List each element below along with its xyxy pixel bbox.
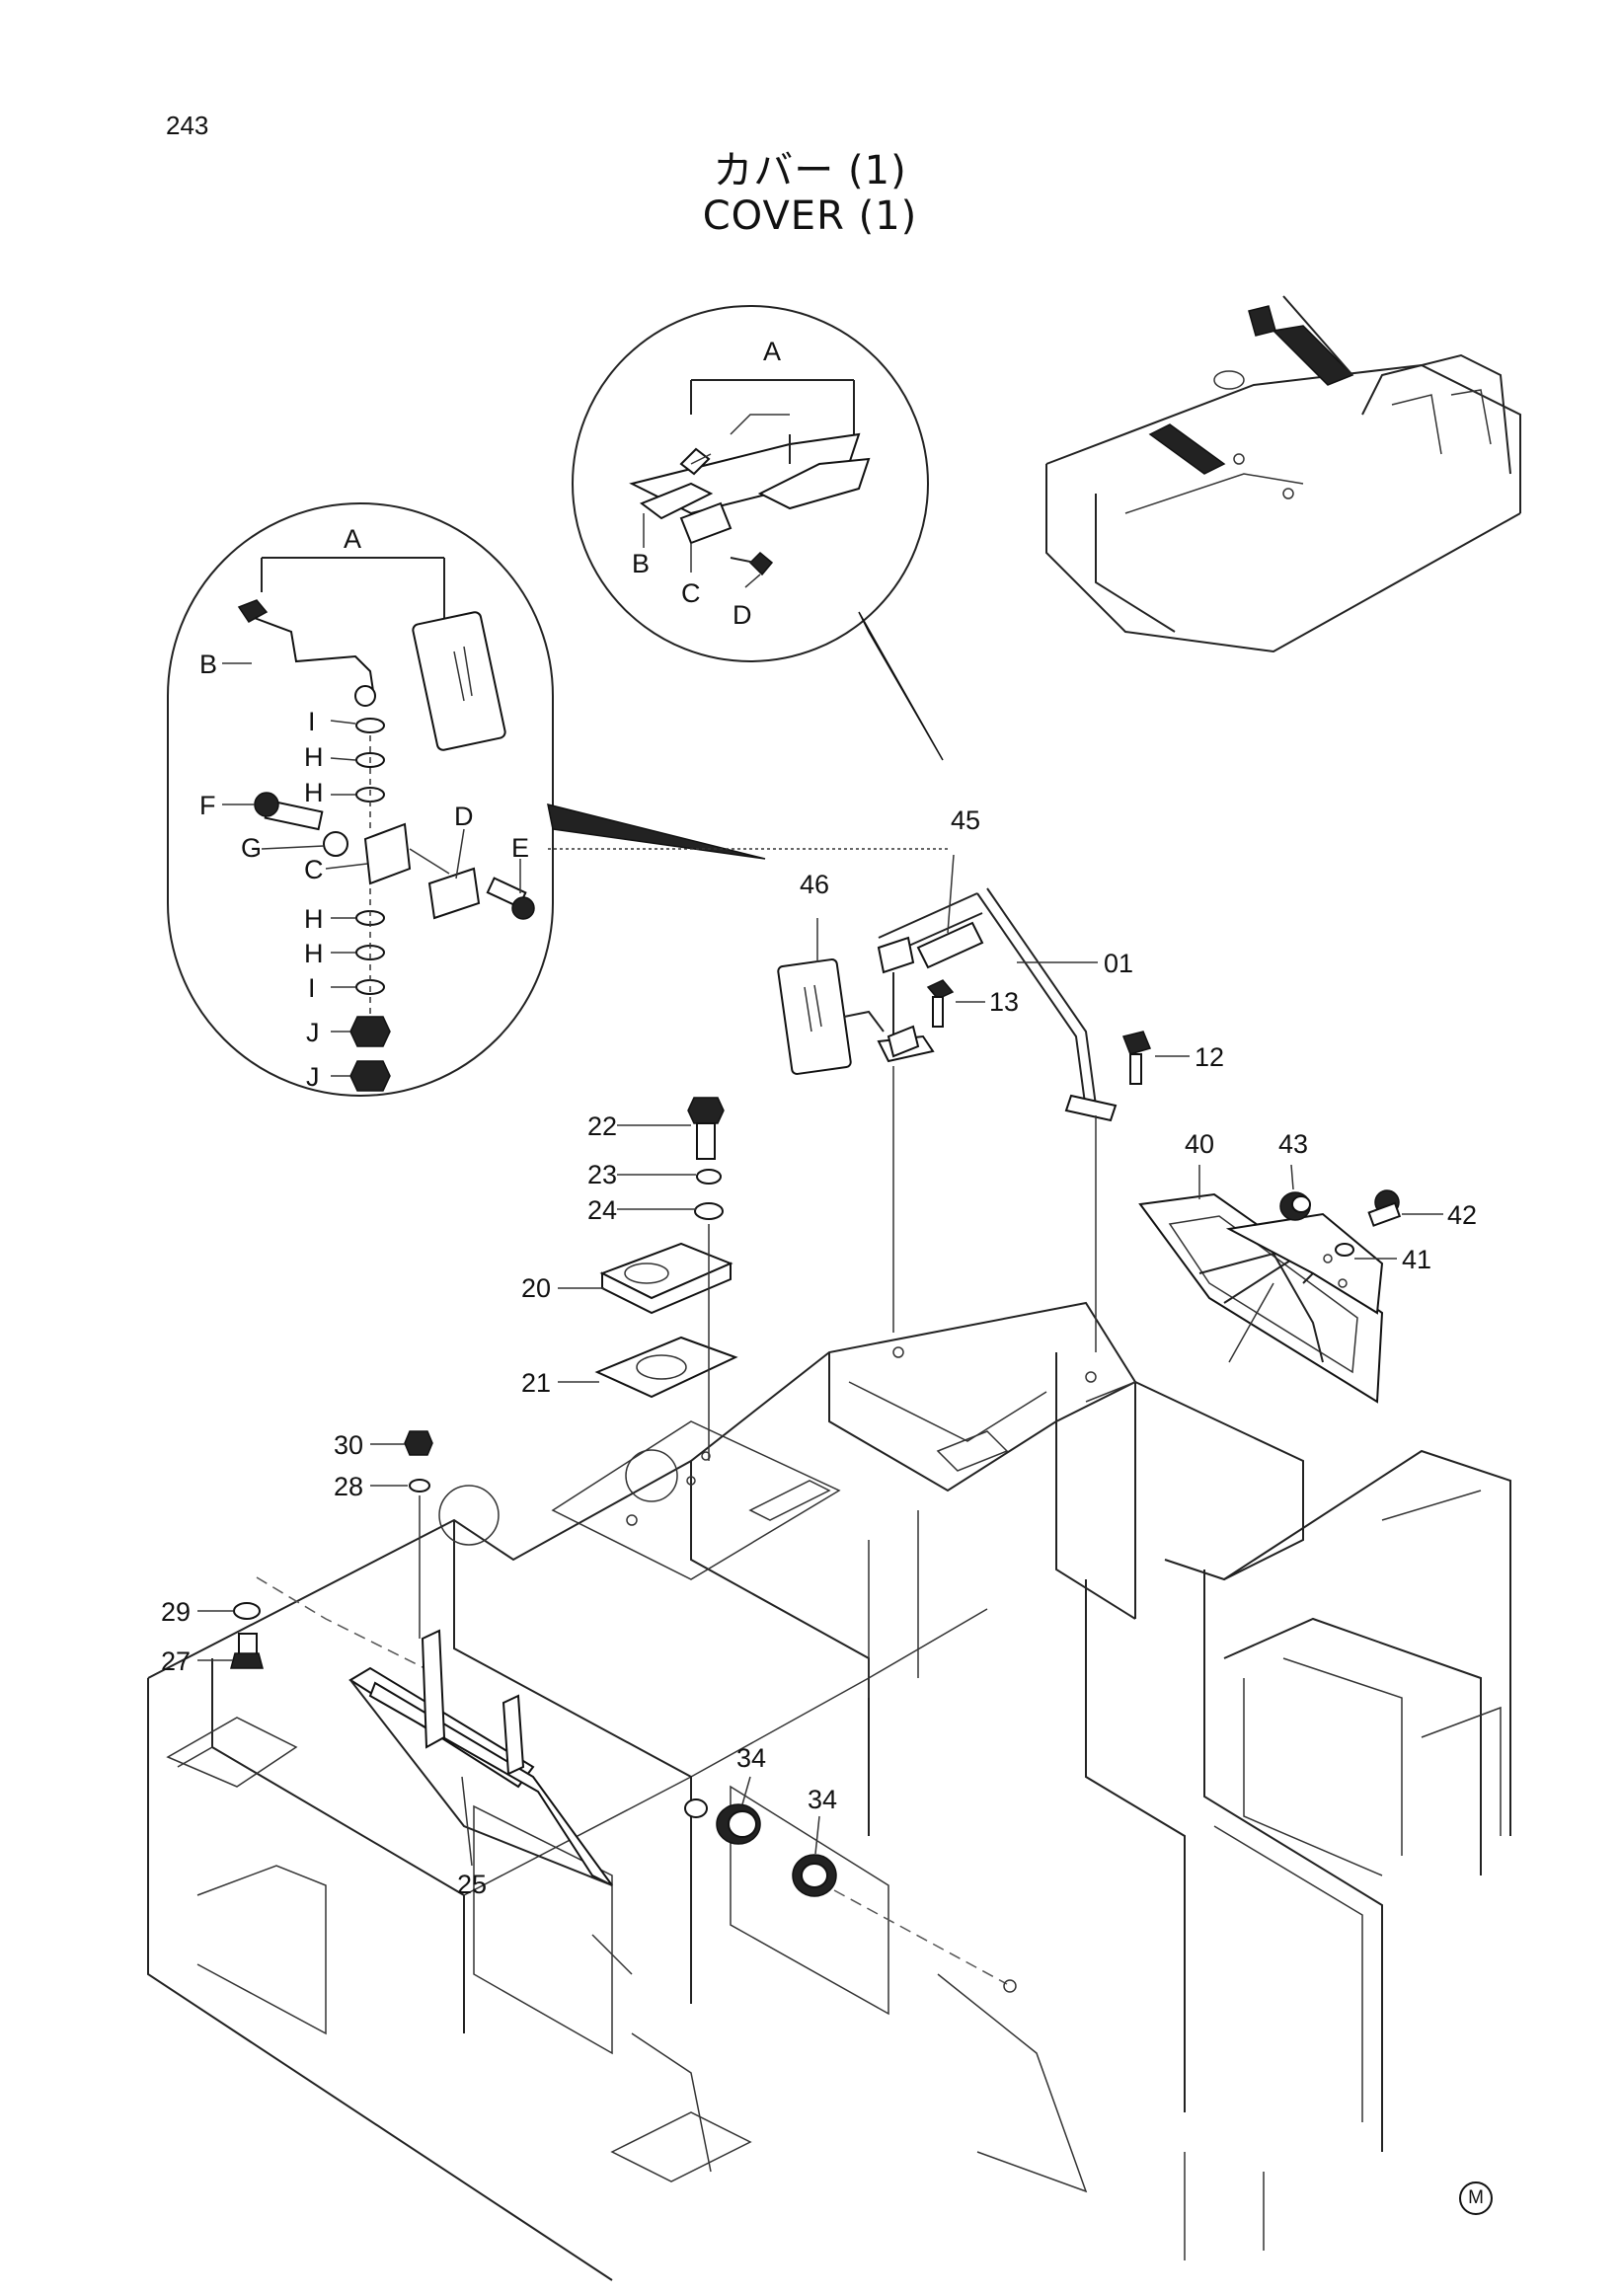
detail-mirror-label-i1: I: [308, 707, 316, 736]
callout-30: 30: [334, 1430, 363, 1460]
machine-overview-thumbnail: [1045, 295, 1521, 653]
leader-lines: [197, 513, 1443, 1867]
callout-29: 29: [161, 1597, 191, 1627]
callout-27: 27: [161, 1646, 191, 1676]
plug-group: [684, 1799, 1017, 1993]
detail-mirror-label-c: C: [304, 855, 324, 884]
callout-45: 45: [951, 805, 980, 835]
callout-28: 28: [334, 1472, 363, 1501]
cover-plate-group: [594, 1097, 738, 1461]
callout-34-b: 34: [808, 1785, 837, 1814]
manufacturer-mark: M: [1459, 2181, 1493, 2215]
detail-mirror-label-j1: J: [306, 1018, 320, 1047]
detail-top-label-b: B: [632, 549, 650, 578]
detail-mirror-label-h2: H: [304, 778, 324, 807]
detail-top-label-d: D: [733, 600, 752, 630]
callout-42: 42: [1447, 1200, 1477, 1230]
callout-40: 40: [1185, 1129, 1214, 1159]
callout-22: 22: [587, 1111, 617, 1141]
access-panel-group: [1085, 1189, 1402, 1404]
detail-mirror-label-g: G: [241, 833, 262, 863]
detail-top-label-c: C: [681, 578, 701, 608]
callout-21: 21: [521, 1368, 551, 1398]
detail-mirror-label-a: A: [344, 524, 361, 554]
detail-top-labels: A B C D: [632, 337, 781, 630]
detail-circle-mirror: [167, 502, 766, 1097]
handrail-assembly: [777, 887, 1152, 1352]
title-english: COVER (1): [702, 193, 918, 239]
detail-mirror-labels: A B I H H F G C D E H H I J J: [199, 524, 529, 1092]
title-japanese: カバー (1): [713, 148, 907, 193]
detail-mirror-label-b: B: [199, 650, 217, 679]
detail-mirror-label-f: F: [199, 791, 216, 820]
callout-12: 12: [1195, 1042, 1224, 1072]
detail-mirror-label-j2: J: [306, 1062, 320, 1092]
callout-41: 41: [1402, 1245, 1431, 1274]
detail-mirror-label-h3: H: [304, 904, 324, 934]
detail-top-label-a: A: [763, 337, 781, 366]
callout-13: 13: [989, 987, 1019, 1017]
callout-23: 23: [587, 1160, 617, 1189]
detail-mirror-label-h4: H: [304, 939, 324, 968]
step-bracket-group: [230, 1430, 613, 1886]
detail-circle-top: [572, 305, 944, 761]
callout-24: 24: [587, 1195, 617, 1225]
callout-20: 20: [521, 1273, 551, 1303]
detail-mirror-label-h1: H: [304, 742, 324, 772]
callout-34-a: 34: [736, 1743, 766, 1773]
callout-01: 01: [1104, 949, 1133, 978]
callout-labels: 45 46 01 13 12 22 23 24 20 21 30 28 29 2…: [161, 805, 1477, 1899]
callout-43: 43: [1278, 1129, 1308, 1159]
detail-mirror-label-d: D: [454, 802, 474, 831]
page-number: 243: [166, 111, 209, 140]
callout-46: 46: [800, 870, 829, 899]
detail-mirror-label-e: E: [511, 833, 529, 863]
callout-25: 25: [457, 1870, 487, 1899]
machine-body-outline: [147, 1301, 1511, 2281]
detail-mirror-label-i2: I: [308, 973, 316, 1003]
